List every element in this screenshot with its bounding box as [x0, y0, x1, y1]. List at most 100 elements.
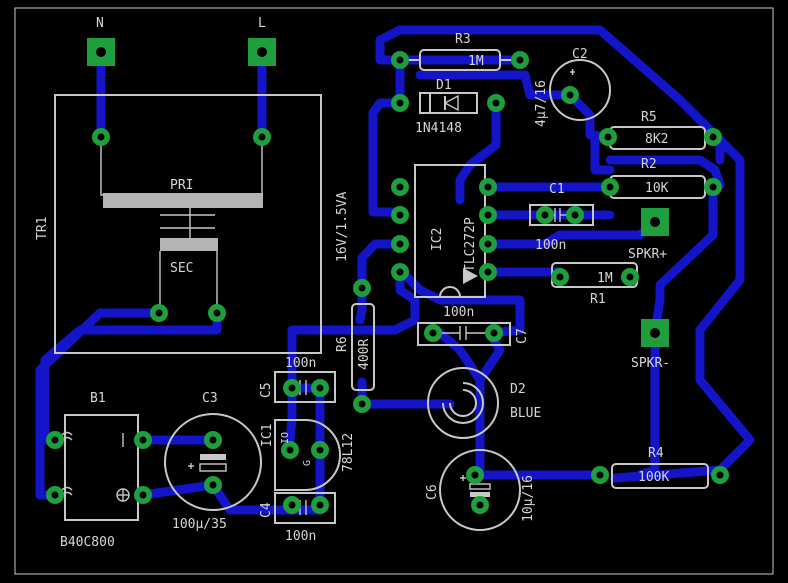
label-c4-value: 100n	[285, 529, 316, 544]
pad-hole	[516, 56, 524, 64]
label-b1-value: B40C800	[60, 535, 115, 550]
c3-body	[164, 413, 262, 511]
label-ic2-value: TLC272P	[463, 217, 478, 272]
label-c6: C6	[425, 484, 440, 500]
label-d1-value: 1N4148	[415, 121, 462, 136]
label-c2-value: 4µ7/16	[534, 80, 549, 127]
label-c4: C4	[259, 502, 274, 518]
label-c3-value: 100µ/35	[172, 517, 227, 532]
pad-hole	[709, 133, 717, 141]
label-r6: R6	[335, 336, 350, 352]
label-pri: PRI	[170, 178, 193, 193]
pad-hole	[484, 211, 492, 219]
pad-hole	[155, 309, 163, 317]
pad-hole	[288, 501, 296, 509]
ic2-body	[414, 164, 486, 298]
label-n: N	[96, 16, 104, 31]
pad-hole	[316, 446, 324, 454]
pad-hole	[471, 471, 479, 479]
pad-hole	[286, 446, 294, 454]
label-c5: C5	[259, 382, 274, 398]
label-spkr-plus: SPKR+	[628, 247, 667, 262]
pad-hole	[396, 99, 404, 107]
label-r5: R5	[641, 110, 657, 125]
pad-hole	[541, 211, 549, 219]
pri-winding	[103, 193, 263, 208]
pad-hole	[139, 436, 147, 444]
label-r3: R3	[455, 32, 471, 47]
pad-hole	[566, 91, 574, 99]
label-ic2: IC2	[430, 228, 445, 251]
pad-hole	[358, 284, 366, 292]
label-d2-value: BLUE	[510, 406, 541, 421]
pad-hole	[709, 183, 717, 191]
pad-hole	[429, 329, 437, 337]
label-r5-value: 8K2	[645, 132, 668, 147]
label-r3-value: 1M	[468, 54, 484, 69]
pad-hole	[139, 491, 147, 499]
pad-hole	[258, 133, 266, 141]
pad-hole	[51, 491, 59, 499]
label-c1: C1	[549, 182, 565, 197]
label-r1-value: 1M	[597, 271, 613, 286]
label-ic1-pin-i: I	[280, 438, 291, 444]
label-d2: D2	[510, 382, 526, 397]
round-pads	[46, 51, 729, 514]
c4-body	[274, 492, 336, 524]
pad-hole	[596, 471, 604, 479]
label-spkr-minus: SPKR-	[631, 356, 670, 371]
label-ic1-pin-o: O	[280, 432, 291, 438]
c7-body	[417, 322, 511, 346]
pad-hole	[490, 329, 498, 337]
pad-hole	[484, 268, 492, 276]
label-tr1: TR1	[35, 217, 50, 240]
pad-hole	[396, 211, 404, 219]
label-tr-rating: 16V/1.5VA	[335, 191, 350, 262]
c6-body	[439, 449, 521, 531]
label-r4: R4	[648, 446, 664, 461]
pad-hole	[484, 240, 492, 248]
label-c7-value: 100n	[443, 305, 474, 320]
pad-hole	[492, 99, 500, 107]
label-r2: R2	[641, 157, 657, 172]
label-sec: SEC	[170, 261, 193, 276]
label-ic1: IC1	[260, 424, 275, 447]
label-l: L	[258, 16, 266, 31]
pad-hole	[396, 268, 404, 276]
pad-hole	[396, 183, 404, 191]
pad-hole	[716, 471, 724, 479]
label-r6-value: 400R	[357, 339, 372, 370]
pad-hole	[51, 436, 59, 444]
b1-body	[64, 414, 139, 521]
label-c3: C3	[202, 391, 218, 406]
c1-body	[529, 204, 594, 226]
label-b1: B1	[90, 391, 106, 406]
label-d1: D1	[436, 78, 452, 93]
sec-winding	[160, 238, 218, 251]
pad-hole	[209, 436, 217, 444]
c2-body	[549, 59, 611, 121]
pad-hole	[316, 501, 324, 509]
label-r1: R1	[590, 292, 606, 307]
tr1-outline	[54, 94, 322, 354]
d2-body	[427, 367, 499, 439]
pad-hole	[209, 481, 217, 489]
pad-hole	[571, 211, 579, 219]
pad-hole	[288, 384, 296, 392]
label-r4-value: 100K	[638, 470, 669, 485]
pad-hole	[316, 384, 324, 392]
pad-hole	[213, 309, 221, 317]
pad-hole	[396, 56, 404, 64]
label-c6-value: 10µ/16	[521, 475, 536, 522]
label-c2: C2	[572, 47, 588, 62]
pad-hole	[626, 273, 634, 281]
label-c1-value: 100n	[535, 238, 566, 253]
label-c7: C7	[515, 328, 530, 344]
pad-hole	[604, 133, 612, 141]
silkscreen	[54, 49, 709, 531]
pad-hole	[556, 273, 564, 281]
label-r2-value: 10K	[645, 181, 669, 196]
pad-hole	[606, 183, 614, 191]
label-ic1-pin-g: G	[302, 460, 313, 466]
